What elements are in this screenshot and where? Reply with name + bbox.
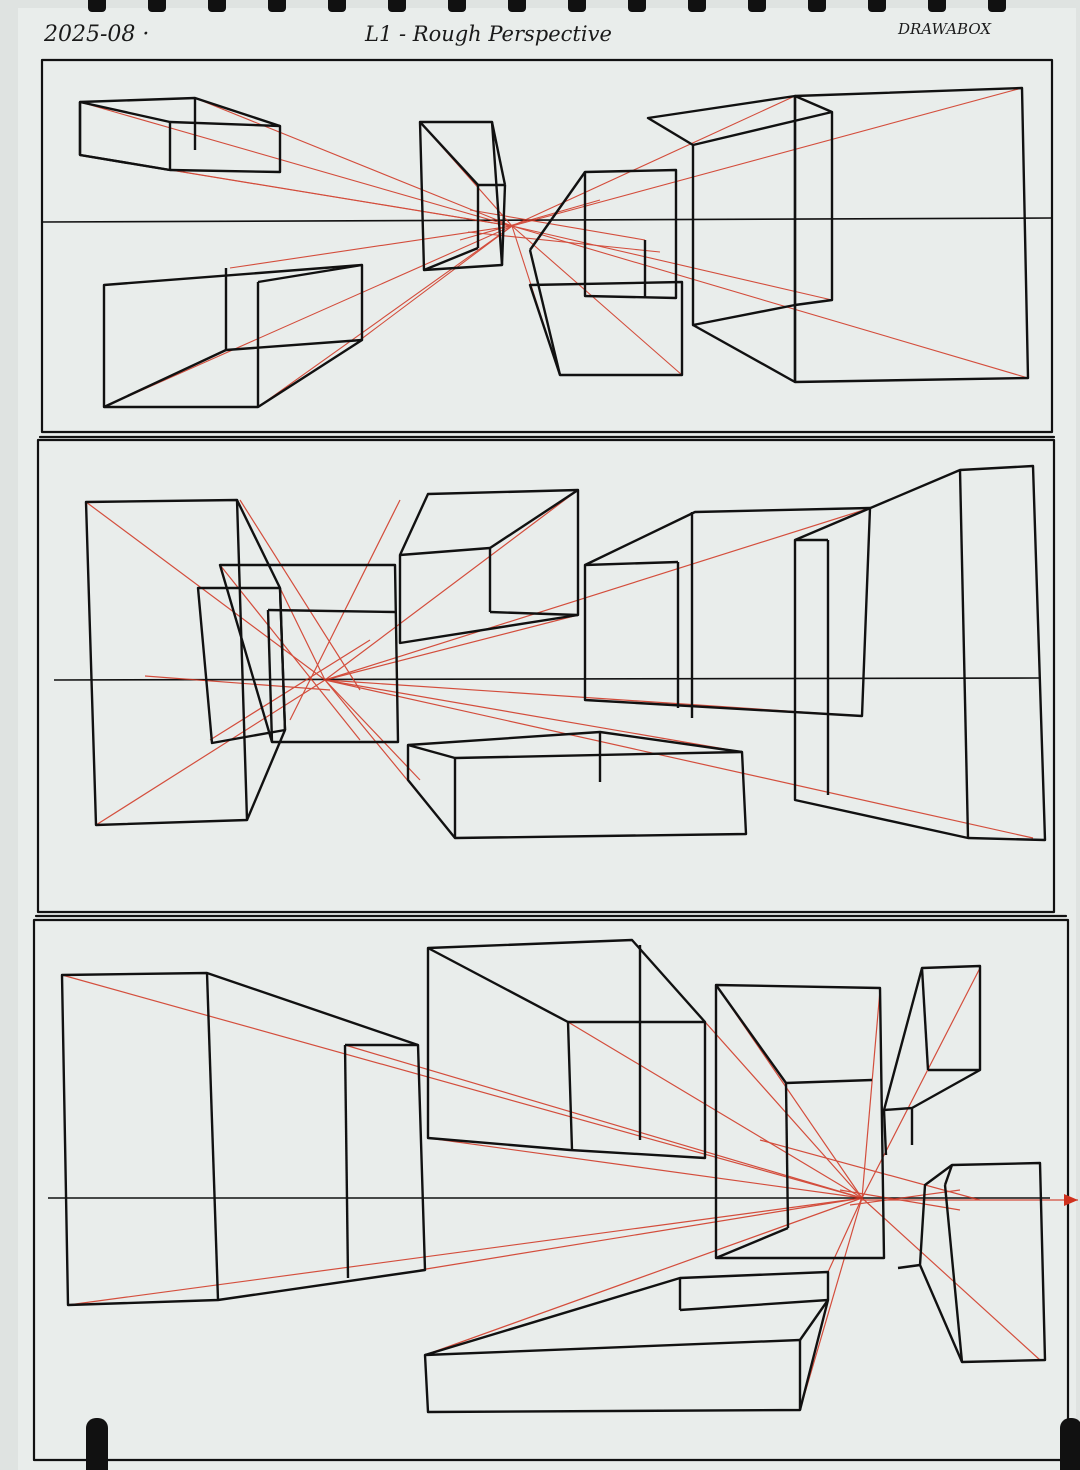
sketchbook-page — [18, 8, 1076, 1470]
horizon-line — [41, 217, 1053, 223]
panel-1 — [41, 86, 1053, 409]
panel-2-frame — [36, 438, 1056, 914]
binder-clip-left — [86, 1418, 108, 1470]
exercise-title: L1 - Rough Perspective — [365, 22, 612, 46]
binder-clip-right — [1060, 1418, 1080, 1470]
panel-3 — [48, 938, 1078, 1414]
panel-3-frame — [32, 918, 1070, 1462]
panel-2 — [53, 464, 1047, 842]
spiral-binding — [0, 0, 1080, 14]
panel-1-frame — [40, 58, 1054, 434]
brand-label: DRAWABOX — [898, 20, 992, 38]
horizon-line — [53, 677, 1041, 681]
date-label: 2025-08 · — [44, 22, 150, 47]
